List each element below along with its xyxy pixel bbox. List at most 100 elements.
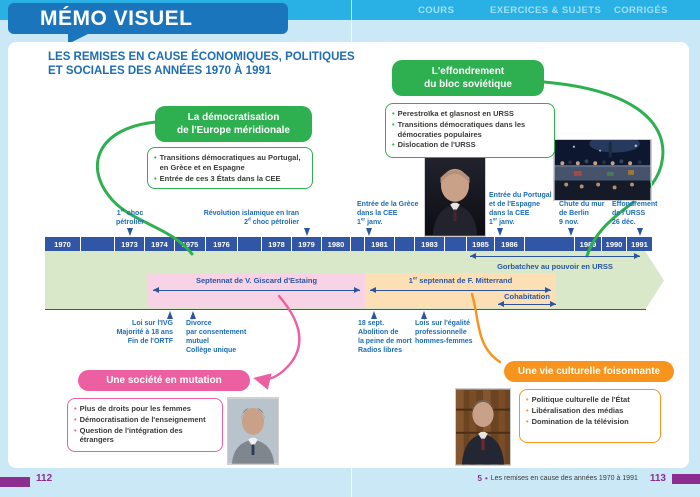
event-arrow-down [303,228,310,236]
year-cell-blank [445,237,467,251]
bullet-text: Transitions démocratiques dans les démoc… [397,119,526,139]
bullet-text: Domination de la télévision [531,416,629,426]
cohabitation-arrow [498,300,556,307]
event-arrow-down [636,228,643,236]
chapter-number: 5 [477,474,482,483]
bullet-dot: • [526,395,529,404]
year-cell-1983: 1983 [415,237,445,251]
page-title-line2: ET SOCIALES DES ANNÉES 1970 À 1991 [48,65,272,78]
gorbachev-label: Gorbatchev au pouvoir en URSS [497,262,613,271]
tab-corriges[interactable]: CORRIGÉS [614,4,668,16]
mitterrand-portrait [455,388,511,466]
gorbachev-portrait [424,153,486,237]
soviet-bloc-title-pill: L'effondrement du bloc soviétique [392,60,544,96]
bullet-item: •Démocratisation de l'enseignement [74,415,216,425]
event-arrow-up [420,311,427,319]
year-cell-1973: 1973 [115,237,145,251]
page-seam-bottom [351,468,352,497]
society-title: Une société en mutation [106,375,222,386]
bullet-text: Plus de droits pour les femmes [79,404,191,413]
bullet-text: Transitions démocratiques au Portugal, e… [159,153,301,172]
society-bullets: •Plus de droits pour les femmes•Démocrat… [67,398,223,452]
south-europe-bullets: •Transitions démocratiques au Portugal, … [147,147,313,190]
tab-cours[interactable]: COURS [418,4,455,16]
year-cell-1979: 1979 [292,237,322,251]
event-arrow-down [126,228,133,236]
year-cell-blank [351,237,365,251]
memo-visuel-banner: MÉMO VISUEL [8,3,288,34]
giscard-band-arrow [153,286,360,293]
bullet-dot: • [392,119,395,129]
south-europe-title-line1: La démocratisation [187,112,280,123]
soviet-bloc-title-line1: L'effondrement [431,66,505,77]
mitterrand-band-label: 1er septennat de F. Mitterrand [408,275,513,285]
cohabitation-label: Cohabitation [504,292,550,301]
south-europe-title-pill: La démocratisation de l'Europe méridiona… [155,106,312,142]
page-title-line1: LES REMISES EN CAUSE ÉCONOMIQUES, POLITI… [48,51,355,63]
bullet-text: Libéralisation des médias [531,405,624,415]
bullet-item: •Libéralisation des médias [526,406,654,416]
bullet-item: •Question de l'intégration des étrangers [74,426,216,446]
event-arrow-down [567,228,574,236]
chapter-separator: • [484,474,488,483]
bullet-item: •Dislocation de l'URSS [392,140,548,150]
year-cell-1986: 1986 [495,237,525,251]
culture-title: Une vie culturelle foisonnante [517,366,661,377]
event-arrow-down [365,228,372,236]
year-cell-1975: 1975 [175,237,206,251]
year-cell-1981: 1981 [365,237,395,251]
bullet-dot: • [392,140,395,150]
event-arrow-down [496,228,503,236]
year-cell-1978: 1978 [262,237,292,251]
year-cell-blank [238,237,262,251]
bullet-dot: • [74,414,77,424]
bullet-text: Démocratisation de l'enseignement [79,414,206,424]
year-cell-1976: 1976 [206,237,238,251]
year-cell-blank [525,237,575,251]
banner-tail [68,33,90,44]
year-cell-1985: 1985 [467,237,495,251]
soviet-bloc-title-line2: du bloc soviétique [424,79,512,90]
event-arrow-up [166,311,173,319]
footer-right-bar [672,473,700,484]
page-seam-top [351,0,352,42]
culture-title-pill: Une vie culturelle foisonnante [504,361,674,382]
bullet-dot: • [74,404,77,413]
bullet-text: Dislocation de l'URSS [397,140,476,150]
bullet-item: •Transitions démocratiques dans les démo… [392,120,548,140]
year-cell-1989: 1989 [575,237,602,251]
bullet-dot: • [526,416,529,426]
footer-left-bar [0,477,30,487]
year-cell-1970: 1970 [45,237,81,251]
bullet-item: •Plus de droits pour les femmes [74,404,216,414]
bullet-item: •Perestroïka et glasnost en URSS [392,109,548,119]
south-europe-title-line2: de l'Europe méridionale [177,125,290,136]
berlin-wall-celebration [553,139,652,201]
chapter-title: Les remises en cause des années 1970 à 1… [490,475,638,482]
giscard-portrait [227,397,279,465]
footer-right: 5 • Les remises en cause des années 1970… [477,473,700,484]
year-cell-1991: 1991 [631,239,648,249]
bullet-text: Perestroïka et glasnost en URSS [397,109,514,118]
bullet-dot: • [154,153,157,162]
event-arrow-up [370,311,377,319]
year-cell-1990: 1990 [602,237,627,251]
bullet-dot: • [74,425,77,435]
bullet-dot: • [526,405,529,415]
bullet-item: •Politique culturelle de l'État [526,395,654,405]
tab-exercices-sujets[interactable]: EXERCICES & SUJETS [490,4,602,16]
bullet-text: Politique culturelle de l'État [531,395,630,404]
bullet-dot: • [154,173,157,183]
